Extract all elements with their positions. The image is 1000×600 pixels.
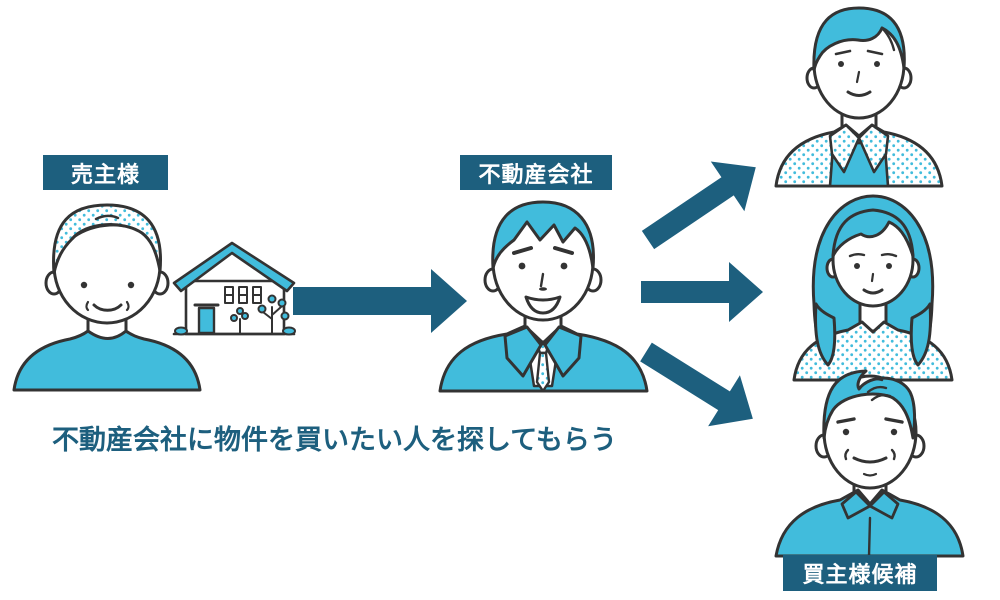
diagram-caption: 不動産会社に物件を買いたい人を探してもらう [52,425,617,455]
seller-label: 売主様 [43,155,168,190]
buyer-candidates-label: 買主様候補 [783,555,937,591]
seller-figure [12,203,202,392]
agent-figure [438,200,649,393]
buyer-candidate-2-figure [792,194,954,382]
arrow-seller-to-agent [293,269,467,333]
buyer-candidate-3-figure [774,369,965,558]
arrow-agent-to-buyer-top [641,161,756,250]
buyer-candidate-1-figure [774,6,944,188]
arrow-agent-to-buyer-middle [641,262,763,322]
house-icon [172,241,296,336]
arrow-agent-to-buyer-bottom [640,342,753,427]
agent-label: 不動産会社 [460,155,612,190]
